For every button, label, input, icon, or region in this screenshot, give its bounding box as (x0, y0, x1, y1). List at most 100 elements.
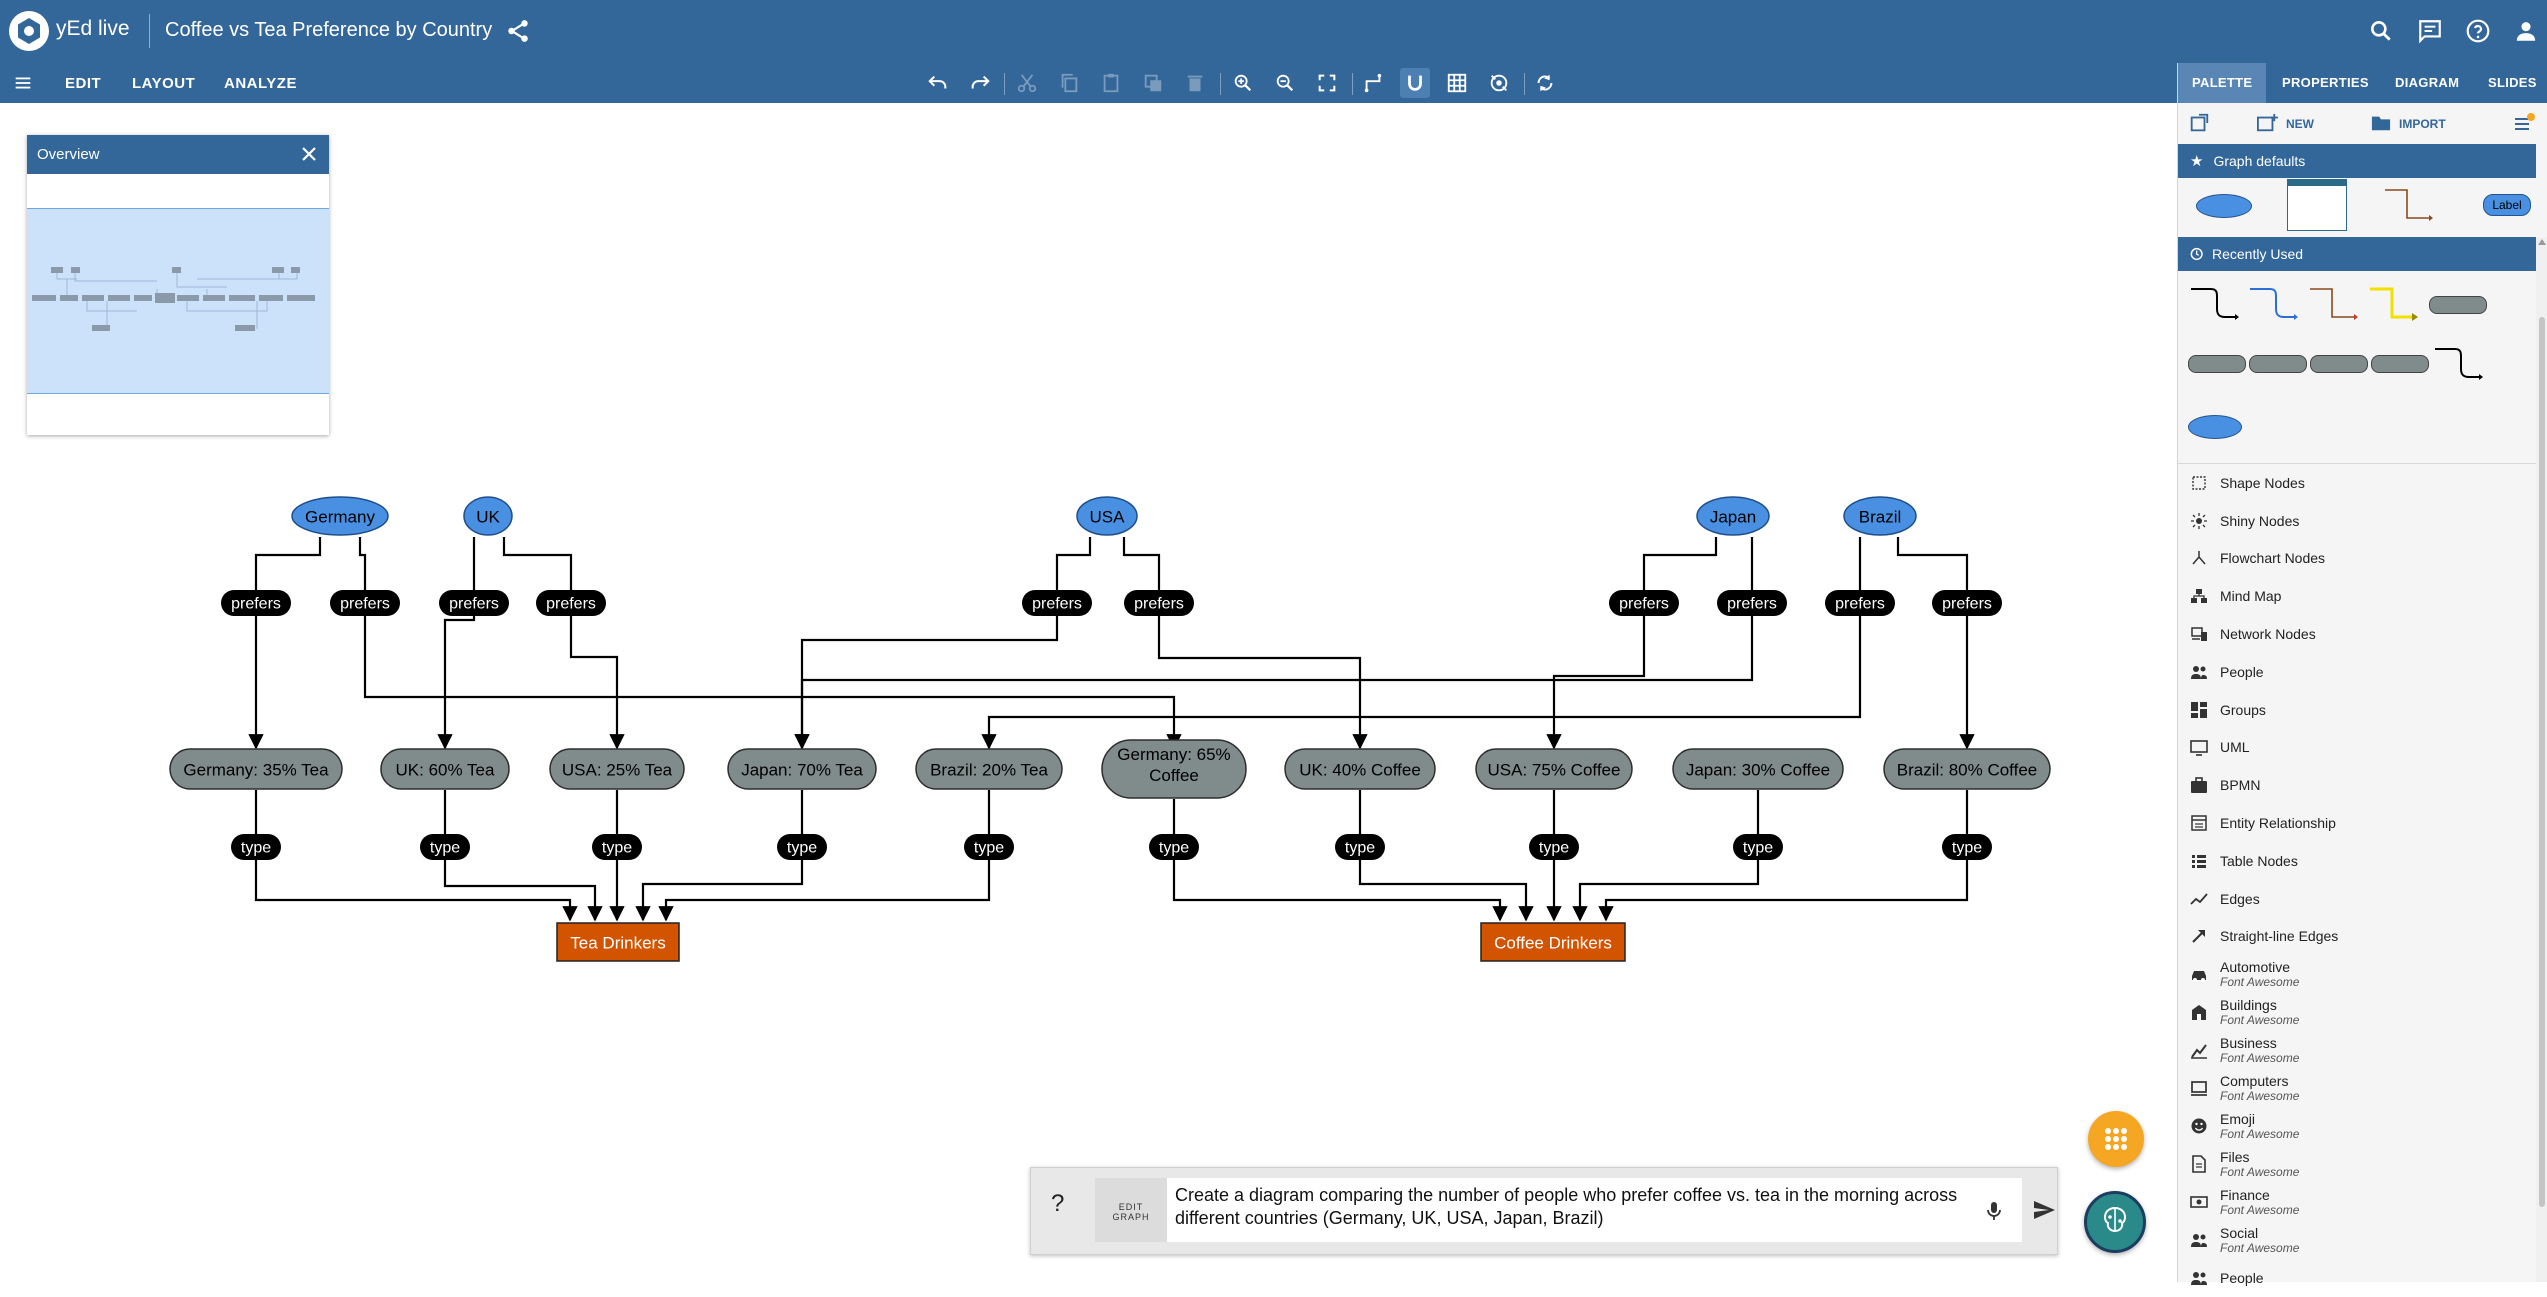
node-category-tea-drinkers[interactable] (556, 922, 680, 962)
overview-panel[interactable]: Overview (27, 135, 329, 435)
edge-label-prefers-bg[interactable] (221, 590, 291, 616)
overview-header[interactable]: Overview (27, 135, 329, 174)
node-preference-9[interactable] (1883, 748, 2051, 790)
palette-item-bpmn[interactable]: BPMN (2178, 766, 2533, 804)
palette-item-network-nodes[interactable]: Network Nodes (2178, 615, 2533, 653)
palette-item-groups[interactable]: Groups (2178, 691, 2533, 729)
node-preference-1[interactable] (380, 748, 510, 790)
document-title[interactable]: Coffee vs Tea Preference by Country (165, 19, 493, 41)
grid-icon[interactable] (1442, 68, 1472, 98)
edge-label-type-bg[interactable] (592, 834, 642, 860)
recent-edge-black[interactable] (2189, 286, 2239, 322)
palette-item-people[interactable]: People (2178, 653, 2533, 691)
palette-item-uml[interactable]: UML (2178, 729, 2533, 767)
node-preference-6[interactable] (1284, 748, 1436, 790)
recently-used-header[interactable]: Recently Used (2178, 237, 2536, 271)
edge-label-type-bg[interactable] (420, 834, 470, 860)
snapping-icon[interactable] (1400, 68, 1430, 98)
redo-icon[interactable] (965, 68, 995, 98)
edge-label-prefers-bg[interactable] (1825, 590, 1895, 616)
edge-label-prefers-bg[interactable] (536, 590, 606, 616)
folder-icon[interactable] (2370, 113, 2392, 133)
edge-type-9-1[interactable] (1598, 790, 1969, 922)
edge-prefers-4-9[interactable] (1896, 537, 1975, 750)
prompt-input[interactable]: Create a diagram comparing the number of… (1167, 1178, 2022, 1242)
edge-label-prefers-bg[interactable] (1609, 590, 1679, 616)
delete-icon[interactable] (1180, 68, 1210, 98)
microphone-icon[interactable] (1985, 1200, 2003, 1222)
edge-prefers-0-5[interactable] (358, 537, 1182, 750)
send-icon[interactable] (2032, 1198, 2056, 1222)
default-edge-sample[interactable] (2383, 187, 2433, 223)
palette-item-people[interactable]: People (2178, 1259, 2533, 1297)
graph-defaults-header[interactable]: ★ Graph defaults (2178, 144, 2536, 178)
node-country-uk[interactable] (463, 496, 513, 536)
copy-icon[interactable] (1054, 68, 1084, 98)
edge-prefers-1-2[interactable] (502, 537, 625, 750)
overview-viewport[interactable] (27, 208, 329, 394)
default-node-ellipse[interactable] (2196, 194, 2252, 218)
palette-item-straight-line-edges[interactable]: Straight-line Edges (2178, 918, 2533, 956)
recent-edge-black-2[interactable] (2433, 346, 2483, 382)
edge-prefers-4-4[interactable] (981, 537, 1862, 750)
scrollbar-up-arrow[interactable] (2538, 239, 2546, 245)
duplicate-icon[interactable] (1138, 68, 1168, 98)
close-icon[interactable] (299, 144, 319, 164)
recent-node-gray-4[interactable] (2310, 355, 2368, 373)
zoom-out-icon[interactable] (1270, 68, 1300, 98)
cut-icon[interactable] (1012, 68, 1042, 98)
recent-node-gray-5[interactable] (2371, 355, 2429, 373)
palette-item-flowchart-nodes[interactable]: Flowchart Nodes (2178, 540, 2533, 578)
default-group-node[interactable] (2287, 179, 2347, 231)
palette-item-table-nodes[interactable]: Table Nodes (2178, 842, 2533, 880)
edge-label-type-bg[interactable] (777, 834, 827, 860)
node-preference-4[interactable] (915, 748, 1063, 790)
edge-label-type-bg[interactable] (1733, 834, 1783, 860)
recent-edge-blue[interactable] (2248, 286, 2298, 322)
scrollbar-thumb[interactable] (2539, 317, 2545, 1207)
edge-type-5-1[interactable] (1172, 799, 1508, 922)
undo-icon[interactable] (923, 68, 953, 98)
palette-item-edges[interactable]: Edges (2178, 880, 2533, 918)
edge-label-prefers-bg[interactable] (1932, 590, 2002, 616)
edge-label-type-bg[interactable] (1335, 834, 1385, 860)
edge-label-type-bg[interactable] (1149, 834, 1199, 860)
default-label-chip[interactable]: Label (2483, 194, 2531, 216)
tab-slides[interactable]: SLIDES (2488, 75, 2537, 90)
search-icon[interactable] (2368, 18, 2394, 44)
fit-content-icon[interactable] (1312, 68, 1342, 98)
edge-type-4-0[interactable] (658, 790, 991, 922)
zoom-in-icon[interactable] (1228, 68, 1258, 98)
recent-node-gray-1[interactable] (2429, 296, 2487, 314)
paste-icon[interactable] (1096, 68, 1126, 98)
user-icon[interactable] (2513, 18, 2539, 44)
auto-layout-icon[interactable] (1484, 68, 1514, 98)
panel-scrollbar[interactable] (2536, 237, 2547, 1282)
edge-label-type-bg[interactable] (1942, 834, 1992, 860)
node-preference-0[interactable] (169, 748, 343, 790)
sync-icon[interactable] (1530, 68, 1560, 98)
prompt-help-button[interactable]: ? (1051, 1190, 1065, 1217)
edge-label-prefers-bg[interactable] (1717, 590, 1787, 616)
yed-logo-icon[interactable] (7, 9, 51, 53)
edge-type-0-0[interactable] (254, 790, 578, 922)
node-preference-8[interactable] (1672, 748, 1844, 790)
new-palette-button[interactable]: NEW (2286, 117, 2314, 131)
recent-edge-yellow[interactable] (2368, 286, 2418, 322)
recent-node-gray-3[interactable] (2249, 355, 2307, 373)
node-country-germany[interactable] (291, 496, 389, 536)
node-preference-5[interactable] (1101, 739, 1247, 799)
menu-layout[interactable]: LAYOUT (132, 75, 196, 92)
node-country-usa[interactable] (1076, 496, 1138, 536)
share-icon[interactable] (505, 18, 531, 44)
menu-edit[interactable]: EDIT (65, 75, 102, 92)
edge-label-type-bg[interactable] (231, 834, 281, 860)
